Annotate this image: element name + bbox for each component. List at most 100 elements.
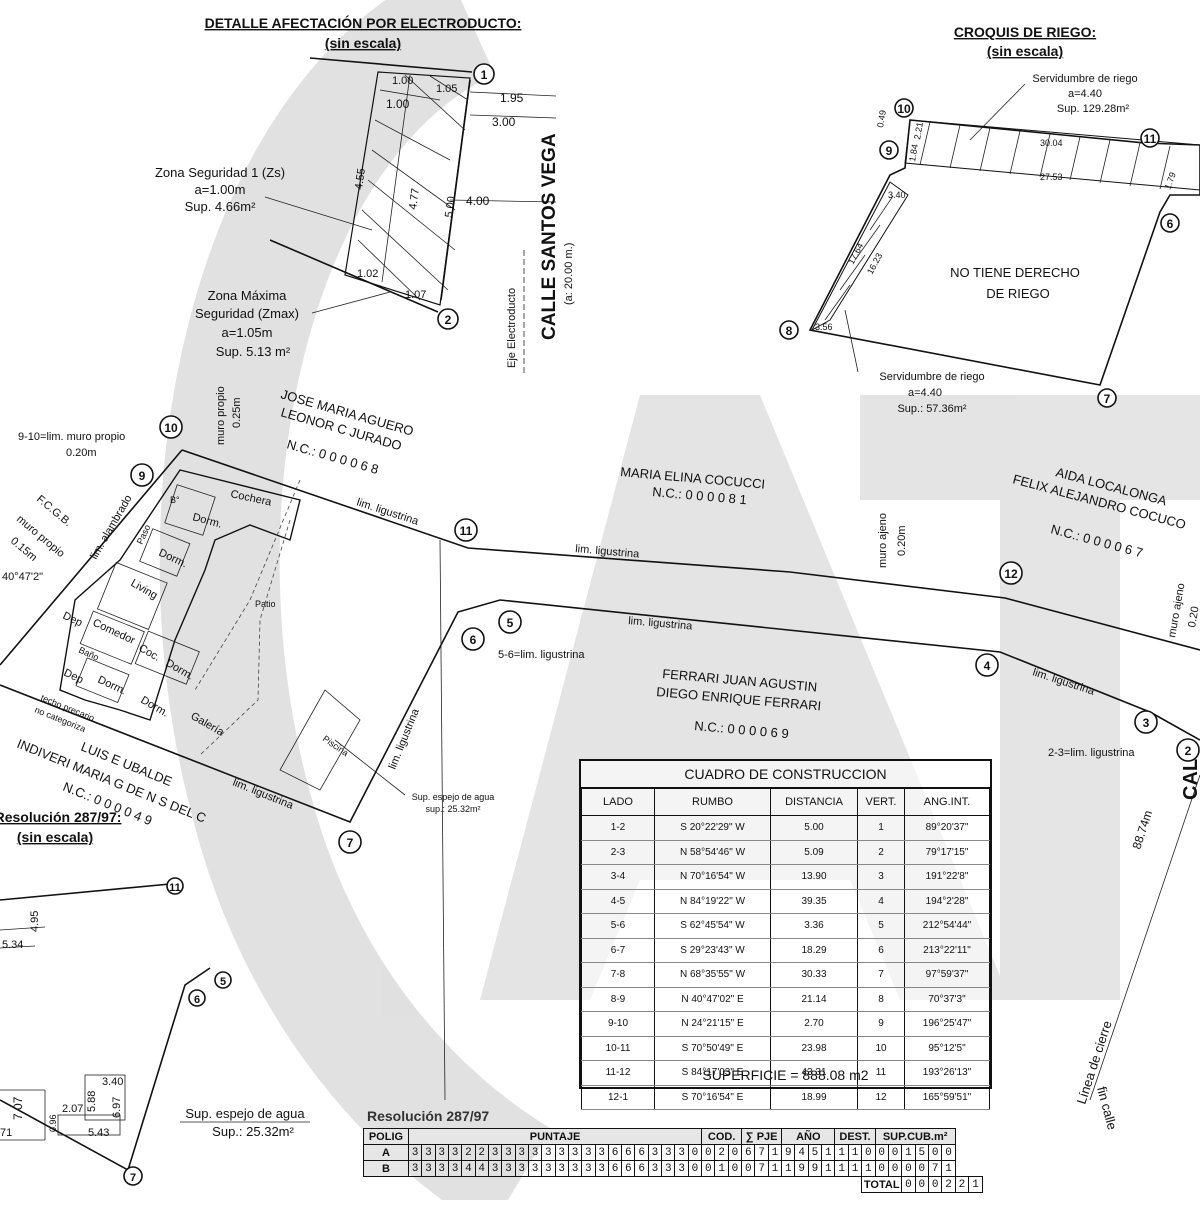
res-digit-cell: 3 — [594, 1144, 609, 1161]
res-digit-cell: 3 — [527, 1144, 543, 1161]
res-digit-cell: 3 — [447, 1144, 463, 1161]
street-santos-vega: CALLE SANTOS VEGA — [539, 133, 560, 340]
zonamax-subtitle: Seguridad (Zmax) — [195, 306, 299, 321]
electroducto-subtitle: (sin escala) — [325, 35, 401, 51]
res-digit-cell: 2 — [714, 1144, 729, 1161]
res-digit-cell: 0 — [701, 1144, 716, 1161]
vertex-2: 2 — [1185, 744, 1192, 758]
cell-lado: 8-9 — [581, 987, 655, 1012]
riego-serv2-leader — [844, 309, 859, 373]
cell-ang-int: 89°20'37" — [904, 815, 990, 841]
cell-vert: 4 — [857, 889, 905, 914]
res-polig-label: B — [363, 1160, 409, 1177]
note-88-74: 88.74m — [1130, 809, 1156, 851]
construction-table: CUADRO DE CONSTRUCCION LADO RUMBO DISTAN… — [579, 759, 992, 1110]
zone-divider-line — [381, 74, 411, 283]
cell-rumbo: N 58°54'46" W — [654, 840, 771, 865]
room-dep-2: Dep — [62, 667, 85, 686]
res-digit-cell: 3 — [661, 1144, 676, 1161]
col-ang-int: ANG.INT. — [904, 788, 990, 816]
riego-serv1-width: a=4.40 — [1068, 88, 1102, 100]
dim-1-07: 1.07 — [405, 289, 426, 301]
res-dim-2-07: 2.07 — [62, 1103, 83, 1115]
res-col-dest: DEST. — [834, 1128, 876, 1145]
res-digit-cell: 0 — [901, 1160, 916, 1177]
riego-serv1-area: Sup. 129.28m² — [1057, 103, 1129, 115]
cell-distancia: 5.09 — [770, 840, 858, 865]
note-ligustrina-2: lim. ligustrina — [575, 543, 641, 561]
zonamax-width: a=1.05m — [222, 325, 273, 340]
cell-rumbo: N 24°21'15" E — [654, 1011, 771, 1037]
cell-vert: 6 — [857, 938, 905, 963]
res-digit-cell: 0 — [701, 1160, 716, 1177]
res-digit-cell: 5 — [914, 1144, 930, 1161]
vertex-2-label-detail: 2 — [445, 313, 452, 327]
cell-ang-int: 165°59'51" — [904, 1085, 990, 1110]
riego-dim-27-53: 27.53 — [1040, 172, 1063, 182]
riego-serv2-width: a=4.40 — [908, 387, 942, 399]
house-floorplan — [59, 469, 361, 791]
res-digit-cell: 0 — [914, 1160, 930, 1177]
res-digit-cell: 3 — [434, 1160, 449, 1177]
riego-lot-outline — [808, 119, 1200, 386]
res-dim-0-96: 0.96 — [48, 1114, 58, 1132]
res-digit-cell: 1 — [901, 1144, 916, 1161]
electroducto-top-line — [309, 57, 473, 73]
res-digit-cell: 3 — [567, 1144, 583, 1161]
res-col-ano: AÑO — [781, 1128, 836, 1145]
construction-table-header: LADO RUMBO DISTANCIA VERT. ANG.INT. — [581, 788, 990, 816]
cell-vert: 8 — [857, 987, 905, 1012]
res-digit-cell: 3 — [501, 1144, 516, 1161]
cell-vert: 9 — [857, 1011, 905, 1037]
cell-vert: 1 — [857, 815, 905, 841]
note-5-6: 5-6=lim. ligustrina — [498, 649, 585, 661]
note-espejo-title: Sup. espejo de agua — [412, 792, 495, 802]
res-vertex-11: 11 — [169, 882, 181, 894]
res-total-digit: 2 — [954, 1176, 970, 1193]
cell-lado: 7-8 — [581, 962, 655, 988]
note-muro-ajeno-right: muro ajeno — [1166, 582, 1187, 638]
res-digit-cell: 3 — [674, 1160, 689, 1177]
cell-rumbo: S 20°22'29" W — [654, 815, 771, 841]
res-digit-cell: 1 — [821, 1144, 836, 1161]
riego-vertex-9: 9 — [886, 144, 893, 158]
riego-vertex-11: 11 — [1144, 132, 1157, 146]
riego-serv1-leader — [969, 83, 1026, 141]
riego-vertex-10: 10 — [897, 102, 911, 116]
res-digit-cell: 2 — [474, 1144, 489, 1161]
res-digit-cell: 1 — [834, 1160, 849, 1177]
cell-vert: 7 — [857, 962, 905, 988]
res-digit-cell: 1 — [821, 1160, 836, 1177]
room-comedor: Comedor — [91, 617, 137, 647]
res-digit-cell: 3 — [647, 1160, 663, 1177]
vertex-10: 10 — [164, 421, 178, 435]
riego-vertex-6: 6 — [1167, 217, 1174, 231]
res-digit-cell: 3 — [421, 1144, 436, 1161]
res-digit-cell: 1 — [767, 1160, 783, 1177]
riego-servitude-top — [904, 119, 1200, 191]
res-digit-cell: 0 — [887, 1144, 903, 1161]
res-small-subtitle: (sin escala) — [17, 829, 93, 845]
vertex-1-label-detail: 1 — [481, 68, 488, 82]
res-digit-cell: 6 — [607, 1144, 623, 1161]
cell-lado: 5-6 — [581, 913, 655, 939]
street-edge-line — [1089, 774, 1200, 1101]
zona1-area: Sup. 4.66m² — [185, 199, 256, 214]
res-col-puntaje: PUNTAJE — [407, 1128, 703, 1145]
res-digit-cell: 3 — [527, 1160, 543, 1177]
res-dim-5-88: 5.88 — [86, 1091, 98, 1112]
cell-rumbo: N 40°47'02" E — [654, 987, 771, 1012]
res-digit-cell: 0 — [861, 1144, 876, 1161]
note-muro-propio-top-width: 0.25m — [231, 397, 243, 428]
construction-table-title: CUADRO DE CONSTRUCCION — [581, 761, 990, 788]
res-digit-cell: 3 — [554, 1160, 569, 1177]
res-digit-cell: 1 — [847, 1160, 863, 1177]
res-dim-3-40: 3.40 — [102, 1076, 123, 1088]
vertex-3: 3 — [1143, 716, 1150, 730]
